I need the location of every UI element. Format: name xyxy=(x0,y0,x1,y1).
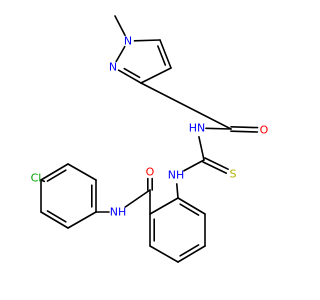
bond-thio-c-thio-s-a xyxy=(202,161,227,174)
bond-pz-c5-pz-n1 xyxy=(133,39,161,42)
bond-cp-c5-cp-c6 xyxy=(40,211,69,229)
bond-bz-c3-bz-c4 xyxy=(177,245,206,263)
atom-label-amide1-o: O xyxy=(260,124,269,137)
bonds-layer xyxy=(40,15,259,263)
bond-pz-c3-pz-c4 xyxy=(140,67,172,84)
bond-cp-c3-cp-c4-inner xyxy=(46,169,67,182)
bond-pz-c4-pz-c5-inner xyxy=(157,45,167,66)
bond-bz-c1-bz-c2 xyxy=(177,197,206,215)
bond-thio-c-thio-s-b xyxy=(204,157,229,170)
atom-label-thio-s: S xyxy=(230,168,237,181)
bond-amide1-c-amide1-n xyxy=(205,127,232,130)
bond-pz-c3-amide1-c xyxy=(140,82,232,130)
bond-bz-c1-bz-c2-inner xyxy=(179,203,200,216)
bond-cp-c6-cp-c1 xyxy=(67,211,97,229)
bond-pz-n1-pz-n2 xyxy=(115,45,126,63)
bond-cp-c5-cp-c6-inner xyxy=(46,210,67,223)
bond-methyl-c-pz-n1 xyxy=(114,15,126,37)
atom-label-amide2-n: NH xyxy=(110,206,127,219)
bond-amide1-n-thio-c xyxy=(198,135,205,161)
atom-labels-layer: N N O HN S NH O NH Cl xyxy=(31,35,269,219)
atom-label-amide2-o: O xyxy=(146,166,155,179)
bond-bz-c3-bz-c4-inner xyxy=(179,244,200,257)
bond-amide2-c-amide2-n xyxy=(124,189,151,208)
bond-amide1-c-amide1-o-b xyxy=(230,126,259,129)
bond-cp-c4-cl xyxy=(40,179,46,183)
molecule-structure-diagram: N N O HN S NH O NH Cl xyxy=(31,15,269,263)
bond-thio-c-thio-n xyxy=(183,159,205,172)
bond-cp-c2-cp-c3 xyxy=(67,163,97,181)
atom-label-cl: Cl xyxy=(31,172,42,185)
atom-label-thio-n: NH xyxy=(168,169,185,182)
bond-thio-n-bz-c1 xyxy=(175,183,179,199)
bond-cp-c3-cp-c4 xyxy=(40,163,69,181)
atom-label-pz-n2: N xyxy=(109,61,117,74)
bond-bz-c6-bz-c1 xyxy=(149,197,179,215)
bond-amide1-c-amide1-o-a xyxy=(230,130,259,133)
bond-bz-c4-bz-c5 xyxy=(149,245,179,263)
bond-pz-n2-pz-c3 xyxy=(117,69,142,84)
atom-label-pz-n1: N xyxy=(124,35,132,48)
bond-pz-c4-pz-c5 xyxy=(159,39,172,69)
bond-pz-n2-pz-c3-inner xyxy=(123,67,141,79)
atom-label-amide1-n: HN xyxy=(189,122,206,135)
